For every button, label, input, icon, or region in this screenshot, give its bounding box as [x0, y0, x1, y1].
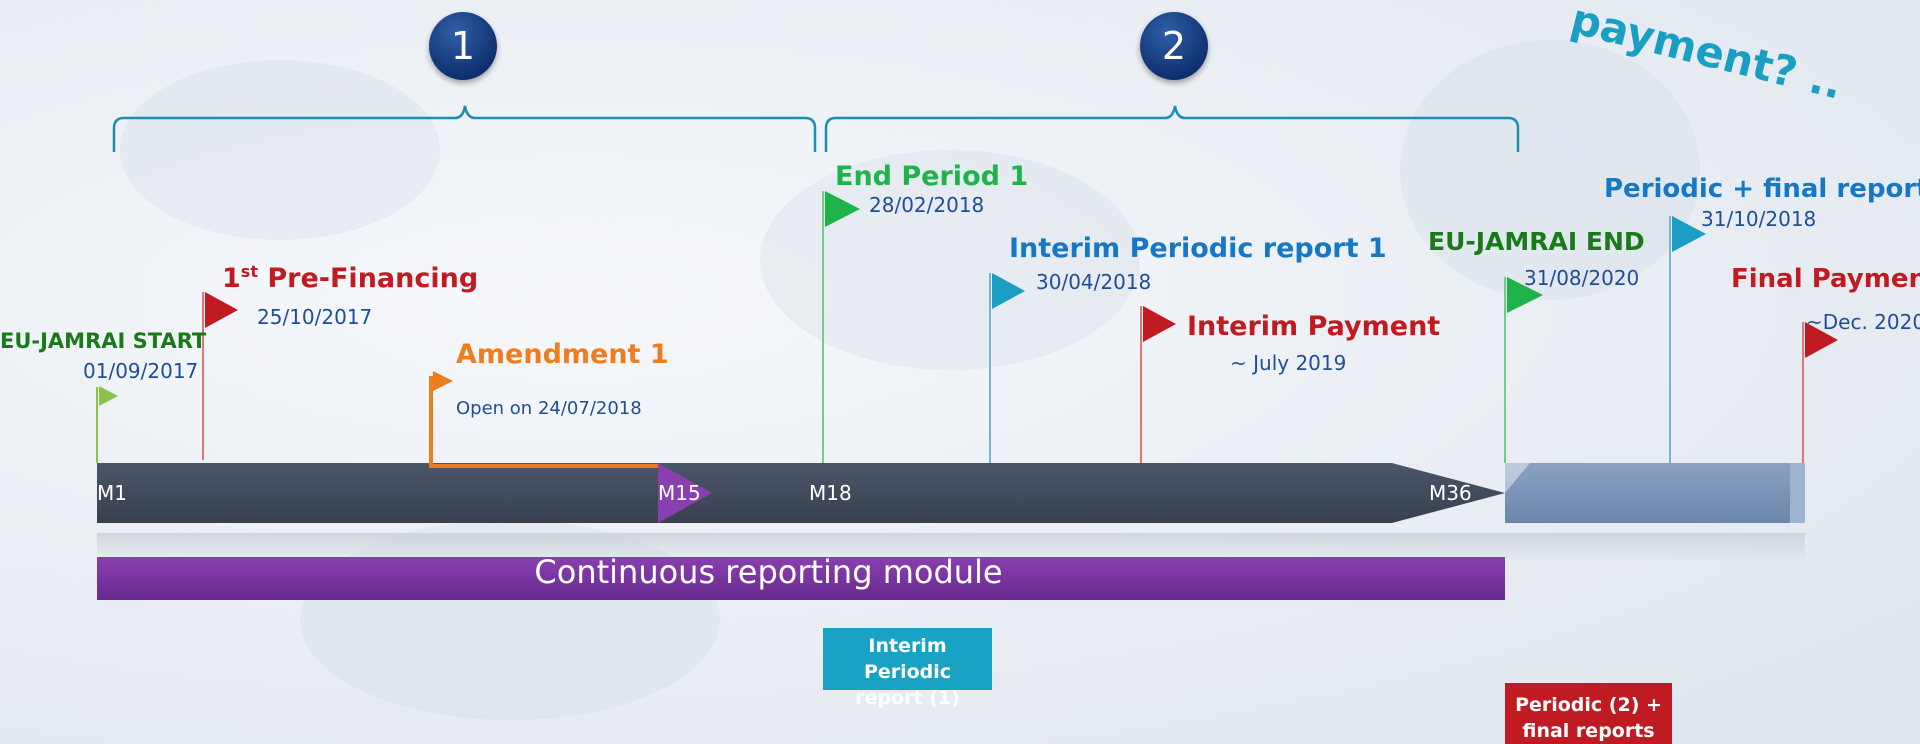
m15-arrow — [658, 463, 712, 523]
interim-report-flag — [992, 273, 1025, 309]
tick-m18: M18 — [809, 481, 852, 505]
extension-bar-notch — [1505, 463, 1530, 493]
interim-report-date: 30/04/2018 — [1036, 270, 1152, 294]
extension-timeline-bar — [1505, 463, 1805, 523]
amendment-bracket — [429, 376, 658, 468]
final-box-line2: final reports — [1522, 720, 1655, 742]
period-2-number: 2 — [1140, 12, 1208, 80]
interim-box-line2: report (1) — [855, 687, 960, 709]
final-reports-box — [1505, 683, 1672, 744]
background-shape — [120, 60, 440, 240]
continuous-reporting-bar — [97, 557, 1505, 600]
final-reports-label: Periodic + final reports — [1604, 174, 1920, 204]
continuous-reporting-label: Continuous reporting module — [534, 553, 1003, 591]
end-period1-flag — [825, 191, 860, 227]
final-box-line1: Periodic (2) + — [1515, 694, 1662, 716]
amendment-flag — [433, 371, 453, 391]
period-2-brace — [824, 105, 1520, 152]
amendment-label: Amendment 1 — [456, 339, 669, 370]
final-reports-box-text: Periodic (2) + final reports — [1505, 692, 1672, 744]
tick-m15: M15 — [658, 481, 701, 505]
prefin-label-rest: Pre-Financing — [257, 263, 479, 294]
prefin-label-num: 1 — [222, 263, 241, 294]
interim-report-label: Interim Periodic report 1 — [1009, 233, 1387, 264]
interim-payment-flag — [1143, 306, 1176, 342]
start-date: 01/09/2017 — [83, 359, 199, 383]
final-reports-flag — [1672, 216, 1706, 252]
end-date: 31/08/2020 — [1524, 266, 1640, 290]
start-label: EU-JAMRAI START — [0, 329, 207, 353]
final-reports-date: 31/10/2018 — [1701, 207, 1817, 231]
extension-bar-end-bevel — [1790, 463, 1805, 523]
final-payment-flag — [1805, 322, 1838, 358]
prefin-date: 25/10/2017 — [257, 305, 373, 329]
amendment-date: Open on 24/07/2018 — [456, 398, 642, 419]
prefin-label-sup: st — [240, 262, 258, 281]
period-1-number: 1 — [429, 12, 497, 80]
main-timeline-bar — [97, 463, 1505, 523]
final-payment-label: Final Payment — [1731, 264, 1920, 294]
interim-payment-label: Interim Payment — [1187, 311, 1441, 342]
prefin-label: 1st Pre-Financing — [222, 262, 478, 294]
end-flag — [1507, 277, 1543, 313]
end-period1-date: 28/02/2018 — [869, 193, 985, 217]
prefin-flag — [205, 292, 238, 328]
end-period1-label: End Period 1 — [835, 161, 1029, 192]
start-flag — [99, 386, 118, 406]
interim-report-box-text: Interim Periodic report (1) — [823, 633, 992, 711]
end-label: EU-JAMRAI END — [1428, 227, 1645, 256]
tick-m1: M1 — [97, 481, 127, 505]
interim-box-line1: Interim Periodic — [863, 635, 952, 683]
final-payment-date: ~Dec. 2020 — [1806, 310, 1920, 334]
interim-payment-date: ~ July 2019 — [1230, 351, 1347, 375]
tick-m36: M36 — [1429, 481, 1472, 505]
interim-report-box — [823, 628, 992, 690]
period-1-brace — [112, 105, 817, 152]
background-shape — [1400, 40, 1700, 300]
